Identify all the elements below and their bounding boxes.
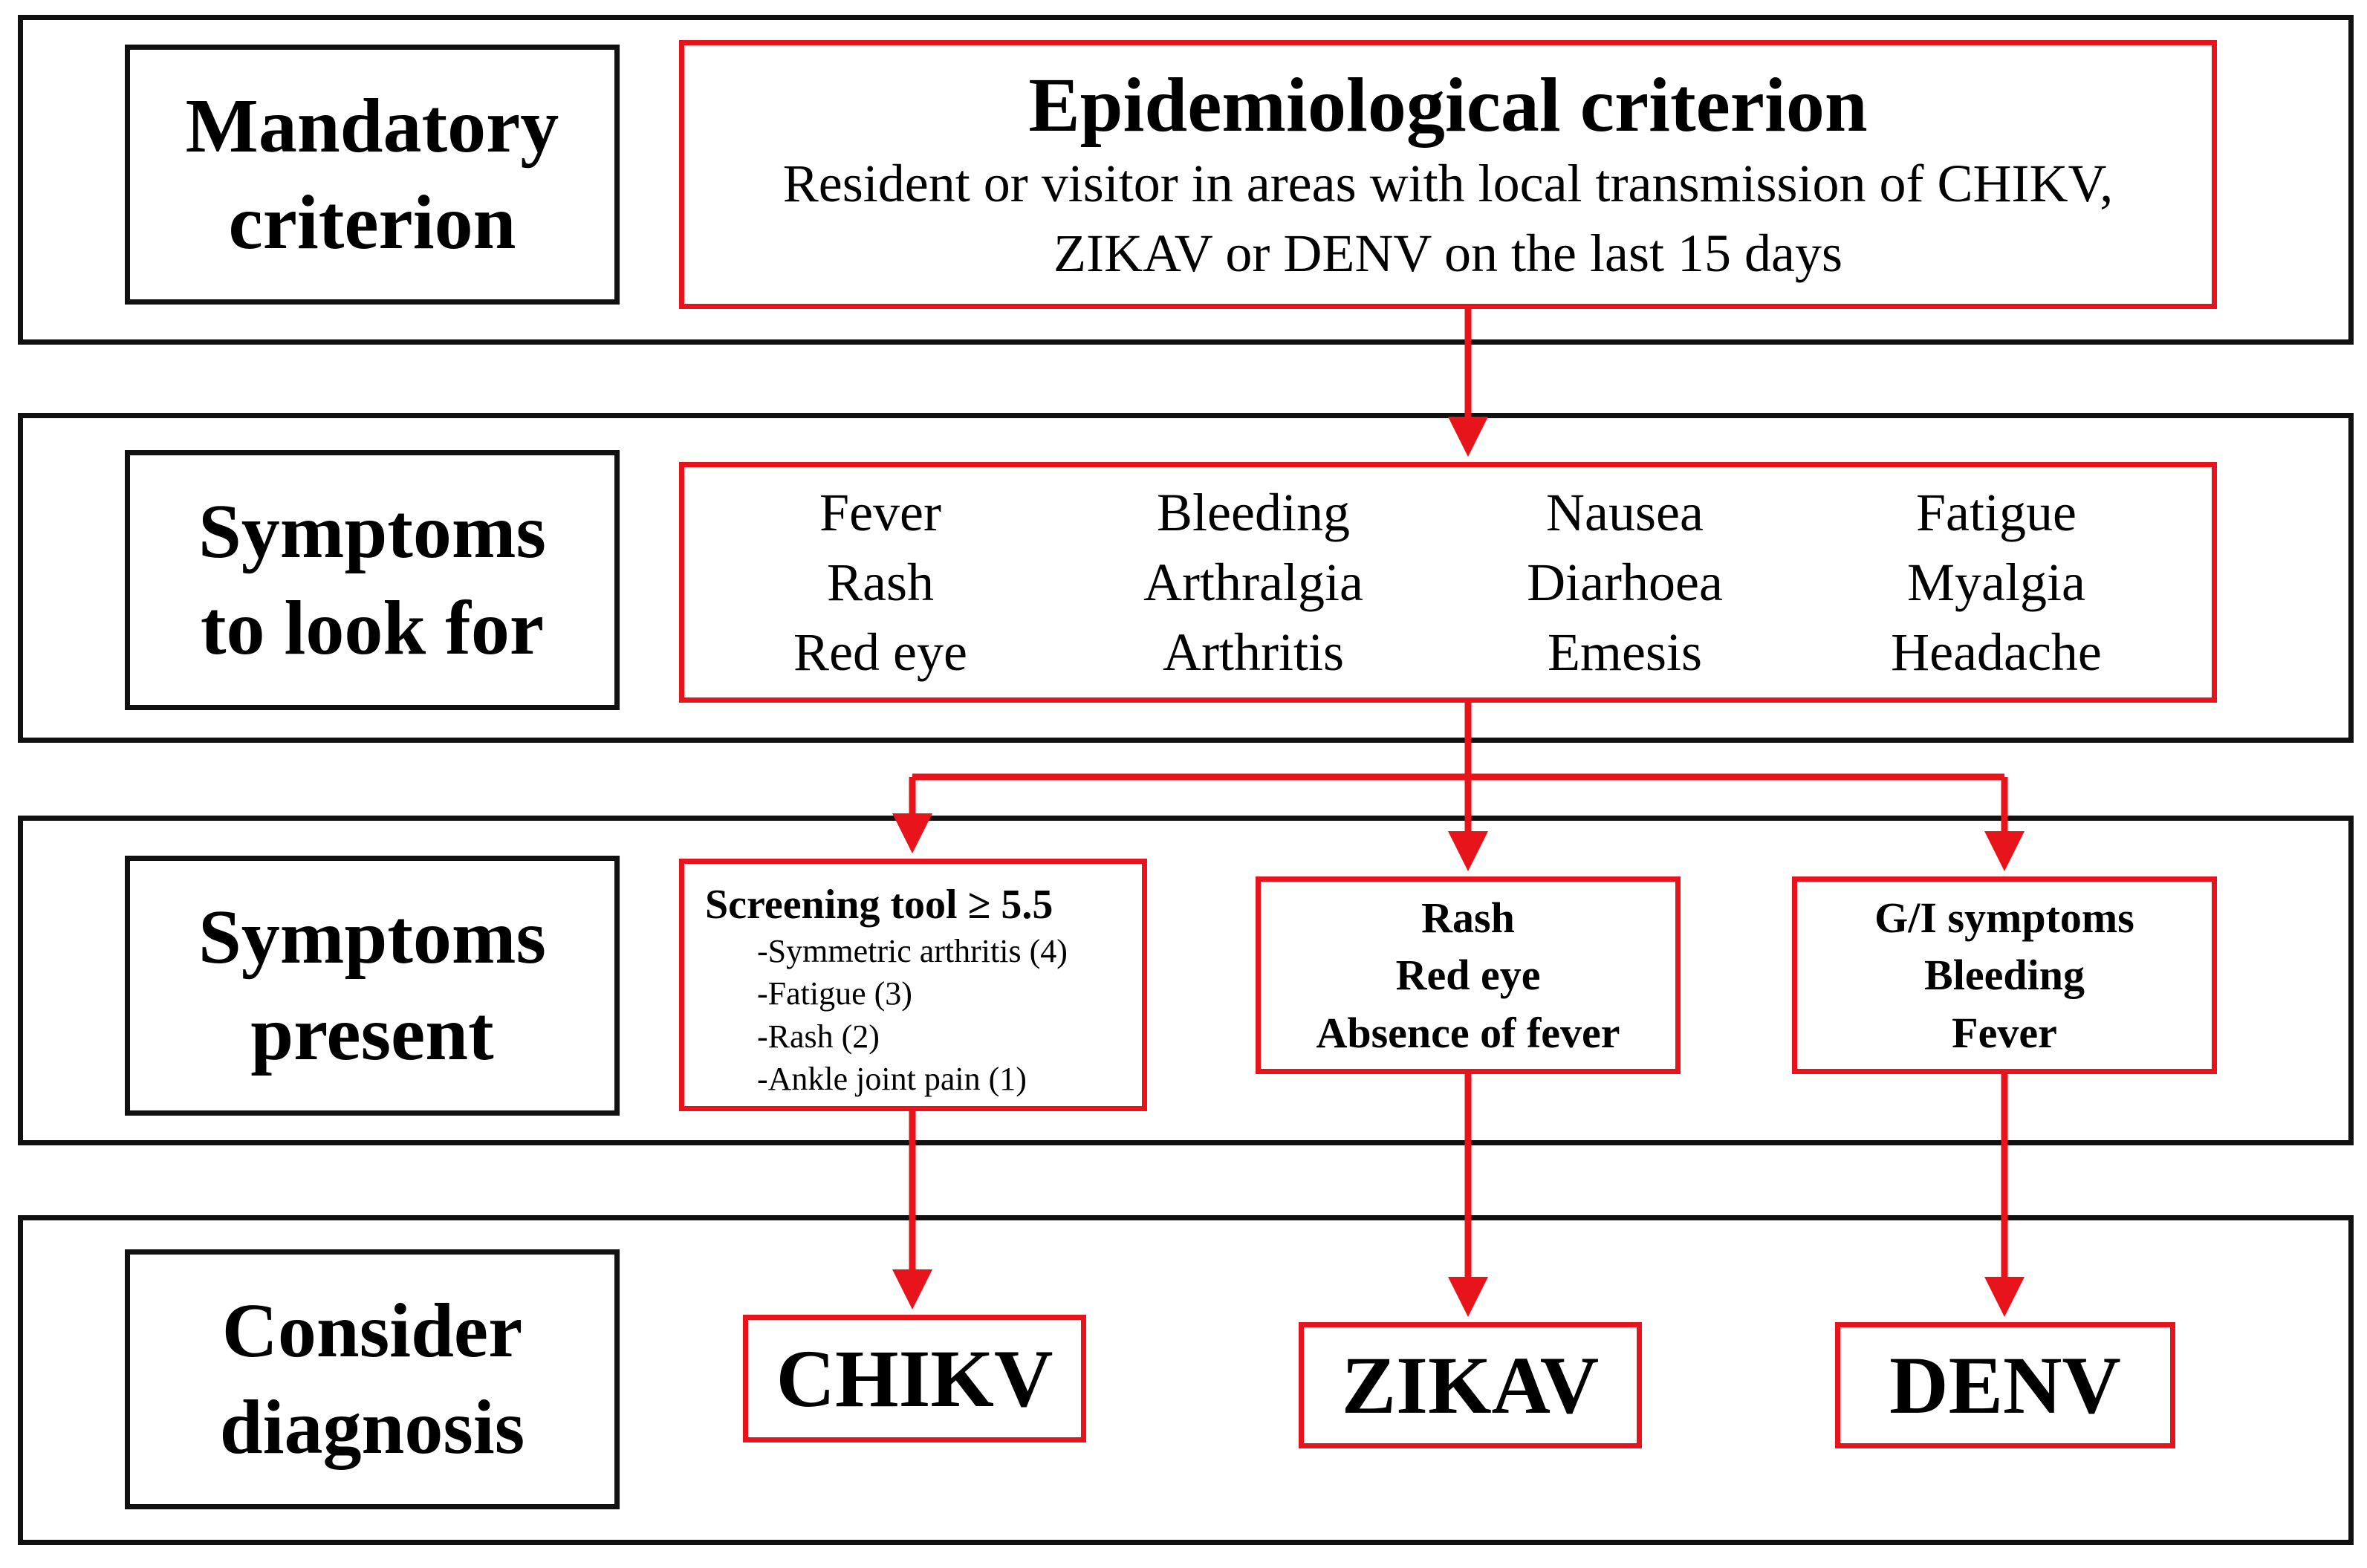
symptom-item: Red eye [793,622,967,683]
label-symptoms-present: Symptoms present [125,856,620,1116]
criteria-item: Absence of fever [1316,1008,1620,1057]
criteria-item: Rash [1421,894,1515,943]
screening-item: -Fatigue (3) [757,975,912,1012]
symptom-item: Nausea [1546,482,1704,542]
diagnosis-chikv-label: CHIKV [776,1333,1053,1424]
symptoms-column: Fever Rash Red eye [684,478,1066,688]
epidemiological-line: ZIKAV or DENV on the last 15 days [1053,223,1842,283]
symptoms-column: Fatigue Myalgia Headache [1809,478,2183,688]
diagnosis-zikav-box: ZIKAV [1299,1322,1642,1448]
screening-title: Screening tool ≥ 5.5 [705,882,1053,928]
symptoms-column: Nausea Diarhoea Emesis [1441,478,1809,688]
criteria-item: G/I symptoms [1874,894,2134,943]
epidemiological-line: Resident or visitor in areas with local … [782,154,2114,214]
label-line: criterion [228,180,516,265]
symptoms-list-box: Fever Rash Red eye Bleeding Arthralgia A… [679,462,2217,703]
label-line: to look for [200,585,545,671]
symptom-item: Rash [827,552,934,612]
label-line: Symptoms [198,894,547,980]
symptom-item: Arthritis [1163,622,1344,683]
screening-item: -Ankle joint pain (1) [757,1060,1027,1097]
label-line: Symptoms [198,489,547,574]
symptom-item: Fatigue [1916,482,2077,542]
criteria-item: Red eye [1395,951,1541,1000]
dengue-criteria-box: G/I symptoms Bleeding Fever [1792,876,2217,1074]
symptom-item: Bleeding [1157,482,1350,542]
label-symptoms-to-look-for: Symptoms to look for [125,450,620,710]
diagnosis-chikv-box: CHIKV [743,1315,1086,1442]
symptoms-column: Bleeding Arthralgia Arthritis [1066,478,1441,688]
screening-item: -Symmetric arthritis (4) [757,933,1068,970]
symptom-item: Arthralgia [1143,552,1363,612]
label-consider-diagnosis: Consider diagnosis [125,1249,620,1509]
label-line: present [250,991,494,1076]
diagnosis-zikav-label: ZIKAV [1341,1339,1600,1431]
symptom-item: Myalgia [1907,552,2085,612]
zika-criteria-box: Rash Red eye Absence of fever [1256,876,1681,1074]
label-mandatory-criterion: Mandatory criterion [125,45,620,305]
screening-tool-box: Screening tool ≥ 5.5 -Symmetric arthriti… [679,859,1147,1111]
criteria-item: Fever [1952,1008,2057,1057]
criteria-item: Bleeding [1924,951,2085,1000]
symptom-item: Headache [1891,622,2102,683]
screening-item: -Rash (2) [757,1018,880,1055]
diagnosis-denv-box: DENV [1835,1322,2175,1448]
symptom-item: Emesis [1548,622,1702,683]
diagnosis-denv-label: DENV [1889,1339,2121,1431]
epidemiological-title: Epidemiological criterion [1028,62,1868,148]
symptom-item: Fever [819,482,941,542]
label-line: diagnosis [219,1385,525,1470]
label-line: Mandatory [185,83,559,169]
epidemiological-criterion-box: Epidemiological criterion Resident or vi… [679,40,2217,309]
symptom-item: Diarhoea [1527,552,1723,612]
label-line: Consider [221,1288,523,1373]
